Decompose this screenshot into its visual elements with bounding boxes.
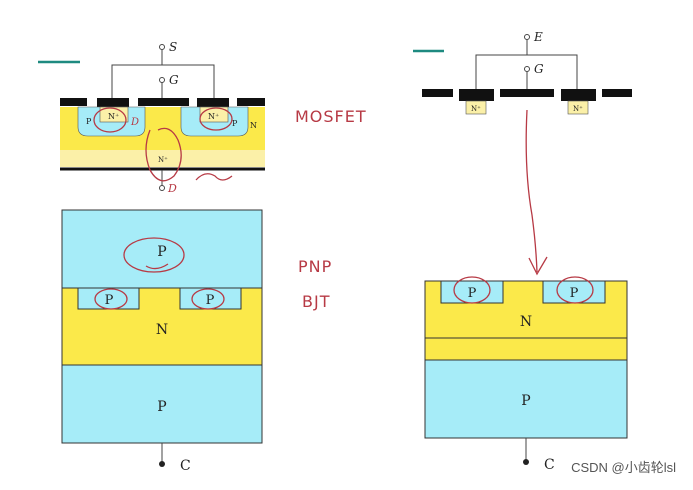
right-n-plus-left-label: N⁺ — [471, 105, 481, 113]
right-n-plus-left — [465, 100, 487, 115]
right-top-structure: E G N⁺ N⁺ — [422, 30, 632, 115]
n-plus-bottom-label: N⁺ — [158, 156, 168, 164]
right-gate-label: G — [534, 62, 544, 76]
right-top-wiring — [475, 40, 578, 92]
pnp-annotation: PNP — [298, 257, 332, 276]
right-hand-annotations — [453, 276, 594, 304]
pnp-p-top-label: P — [157, 244, 166, 260]
emitter-terminal — [524, 34, 530, 40]
gate-label: G — [169, 73, 179, 87]
right-buffer-layer — [424, 337, 628, 361]
pnp-p-right-label: P — [206, 293, 215, 308]
pnp-hand-annotations — [94, 237, 225, 310]
right-n-plus-right-label: N⁺ — [573, 105, 583, 113]
n-side-label: N — [250, 121, 257, 130]
p-left-label: P — [86, 117, 92, 126]
right-p-left-label: P — [468, 286, 477, 301]
mosfet-annotation: MOSFET — [295, 107, 367, 126]
right-p-bottom — [424, 359, 628, 439]
source-terminal — [159, 44, 165, 50]
n-plus-right — [199, 106, 229, 123]
source-label: S — [169, 40, 177, 54]
drain-label: D — [167, 182, 177, 195]
right-bottom-structure: P P N P C — [424, 280, 628, 473]
red-arrow-annotation — [525, 109, 548, 276]
right-n-label: N — [520, 314, 532, 330]
pnp-p-left-label: P — [105, 293, 114, 308]
bjt-annotation: BJT — [302, 292, 330, 311]
gate-terminal — [159, 77, 165, 83]
pnp-structure: P P P N P C — [61, 209, 263, 474]
right-gate-terminal — [524, 66, 530, 72]
right-p-bottom-label: P — [521, 393, 530, 409]
pnp-collector-label: C — [180, 458, 191, 474]
n-plus-right-label: N⁺ — [208, 112, 219, 121]
csdn-watermark: CSDN @小齿轮lsl — [571, 460, 676, 475]
d-left-label: D — [130, 117, 139, 128]
mosfet-structure: S G N⁺ N⁺ P D P N N⁺ D — [60, 40, 265, 195]
mosfet-hand-annotations — [93, 107, 233, 182]
mosfet-wiring — [111, 50, 215, 100]
right-collector-label: C — [544, 457, 555, 473]
emitter-label: E — [533, 30, 543, 44]
right-top-metal — [422, 89, 632, 101]
pnp-collector-terminal — [159, 461, 165, 467]
pnp-p-bottom — [61, 364, 263, 444]
drain-terminal — [159, 185, 165, 191]
pnp-p-collector — [61, 209, 263, 289]
right-p-right-label: P — [570, 286, 579, 301]
mosfet-nplus-layer — [60, 150, 265, 167]
right-n-plus-right — [567, 100, 589, 115]
pnp-p-bottom-label: P — [157, 399, 166, 415]
pnp-n-label: N — [156, 322, 168, 338]
p-right-label: P — [232, 119, 238, 128]
n-plus-left-label: N⁺ — [108, 112, 119, 121]
right-collector-terminal — [523, 459, 529, 465]
